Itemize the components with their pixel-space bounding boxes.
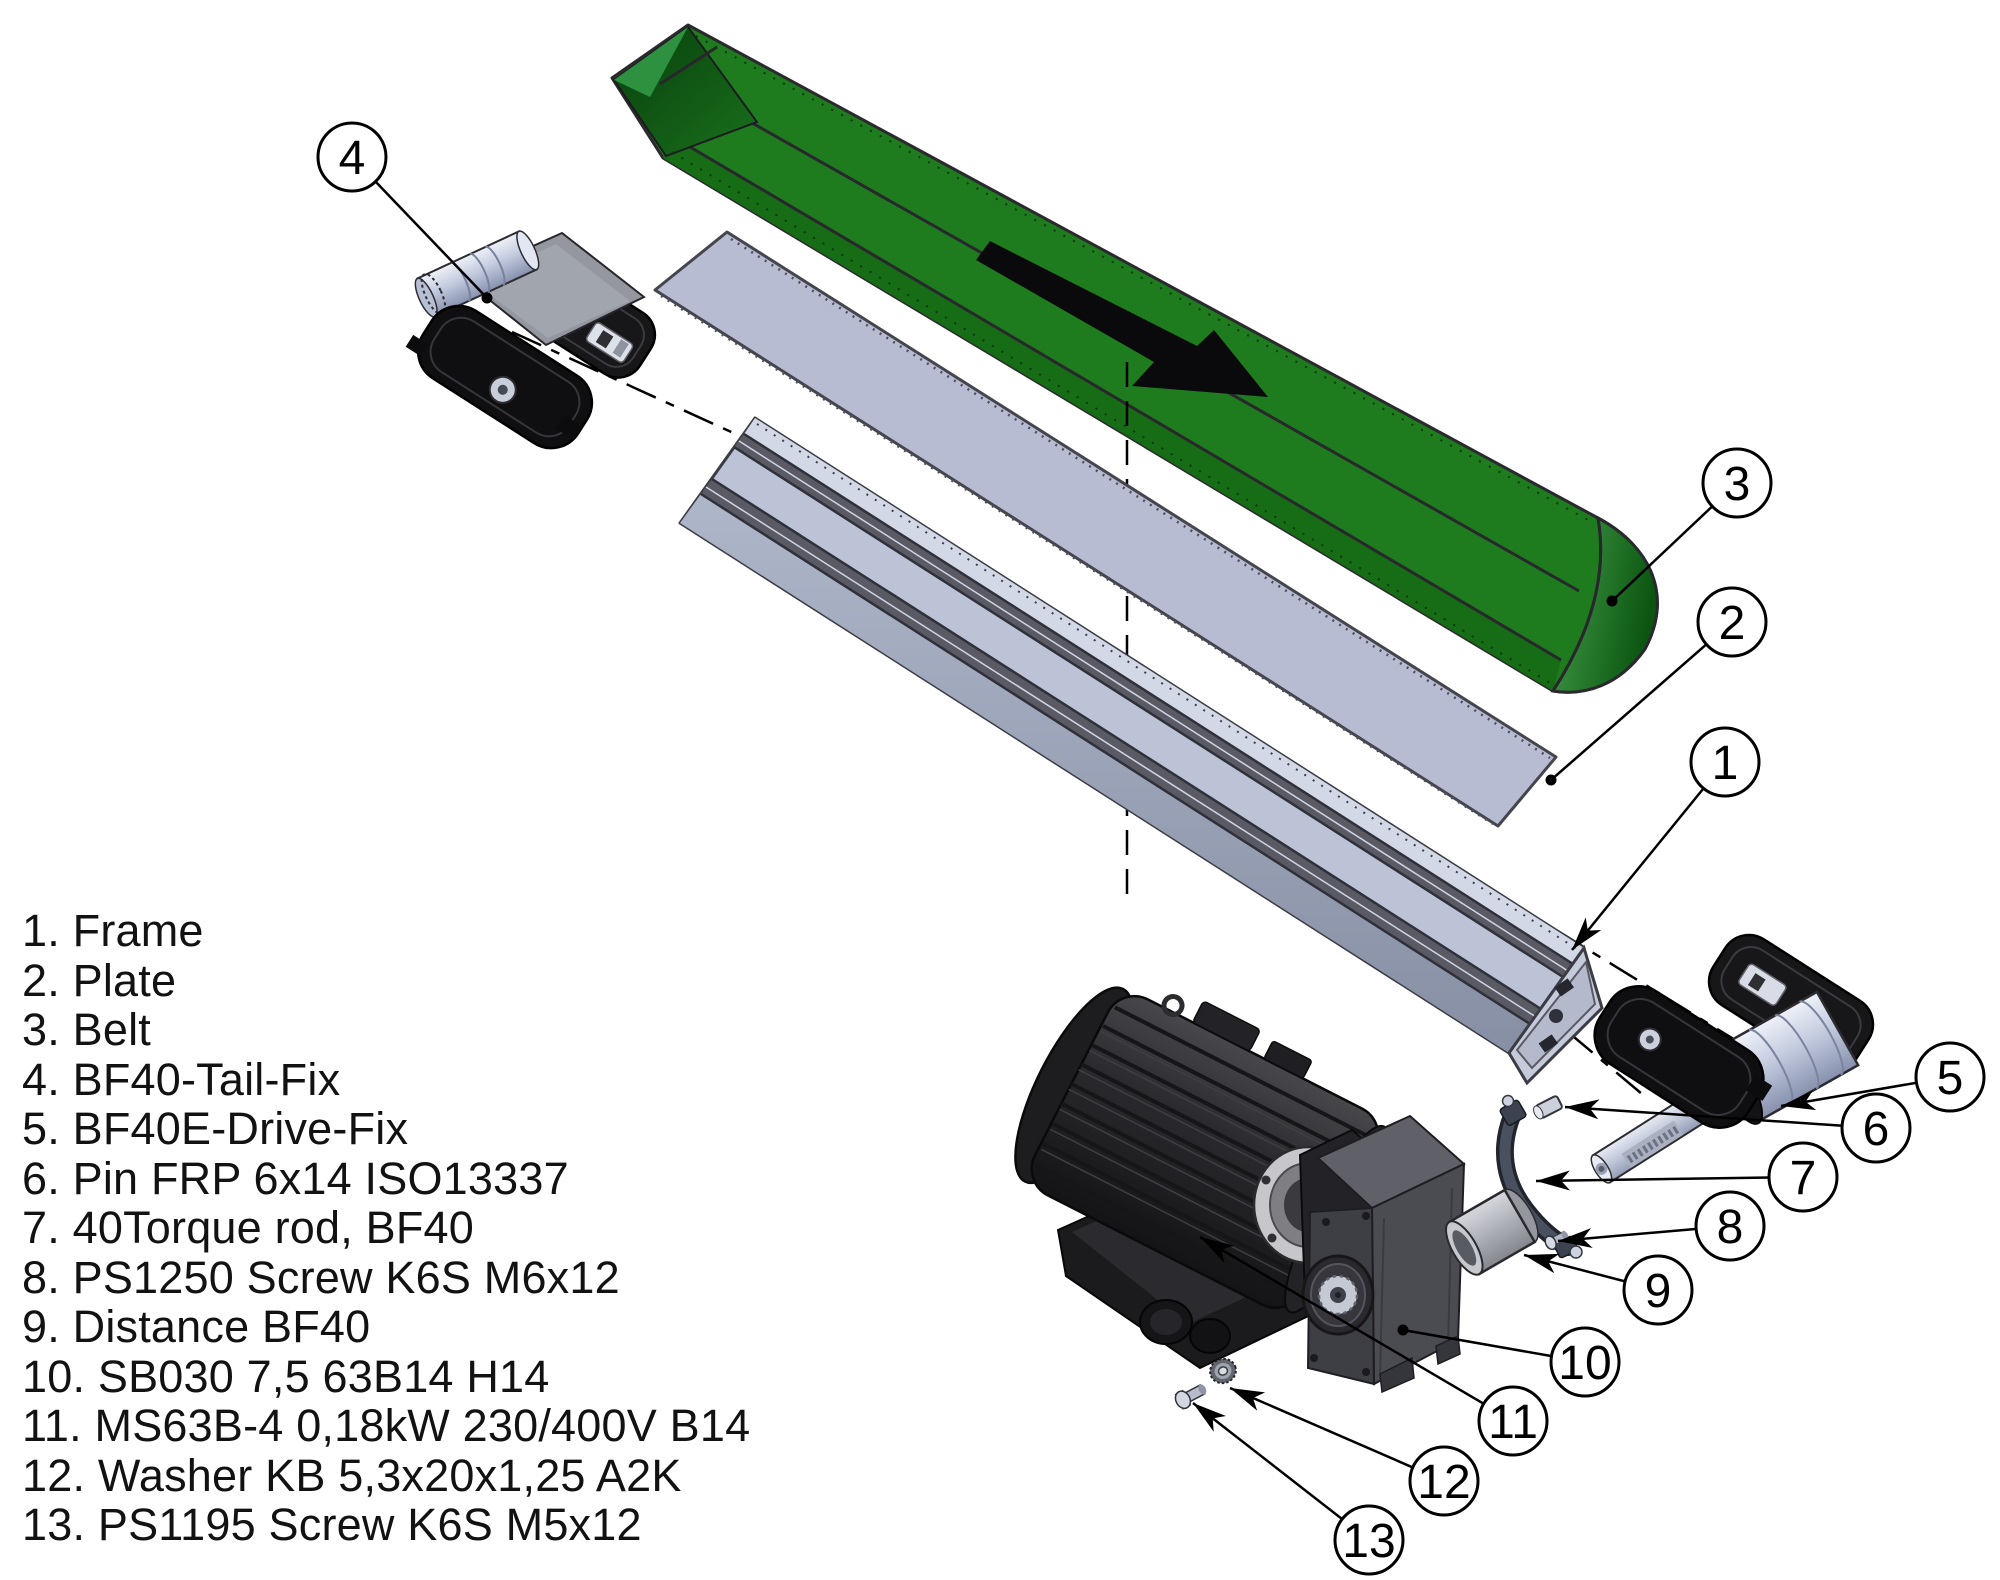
frame-groove-edge [733, 445, 1564, 979]
tail-fix-graphic [405, 230, 657, 450]
callout-2-label: 2 [1719, 597, 1746, 650]
callout-8: 8 [1694, 1190, 1766, 1262]
parts-list-item: 7. 40Torque rod, BF40 [22, 1202, 474, 1253]
parts-list-item: 1. Frame [22, 905, 204, 956]
parts-list-item: 5. BF40E-Drive-Fix [22, 1103, 409, 1154]
callout-1: 1 [1689, 726, 1761, 798]
tail-fix-front-plate [405, 304, 594, 450]
callout-6: 6 [1840, 1092, 1912, 1164]
callout-10-label: 10 [1558, 1337, 1611, 1390]
leader-lines [351, 156, 1951, 1541]
belt-splice-seam [659, 45, 718, 86]
belt-fold-tip [614, 27, 688, 97]
construction-line [1567, 1031, 1643, 1095]
frame-groove-edge [700, 492, 1531, 1026]
belt-stitch-line [695, 35, 1591, 522]
tail-fix-roller [414, 230, 540, 318]
plate-body [653, 230, 1558, 828]
gearbox-foot [1379, 1356, 1415, 1394]
callout-2: 2 [1696, 586, 1768, 658]
leader-line-6 [1564, 1099, 1877, 1130]
screw-13-graphic [1174, 1383, 1207, 1410]
drive-fix-graphic [1590, 933, 1875, 1184]
callout-12: 12 [1408, 1445, 1480, 1517]
parts-list-item: 2. Plate [22, 954, 177, 1006]
callout-4-label: 4 [339, 132, 366, 185]
frame-groove-edge [743, 432, 1574, 966]
motor-terminal-box [1193, 1001, 1260, 1051]
parts-list-item: 11. MS63B-4 0,18kW 230/400V B14 [22, 1400, 751, 1451]
belt-graphic [610, 23, 1659, 694]
frame-graphic [678, 416, 1604, 1086]
callout-13: 13 [1333, 1504, 1405, 1576]
frame-top-face [744, 418, 1584, 964]
callout-4: 4 [316, 121, 388, 193]
leader-line-13 [1192, 1402, 1370, 1541]
torque-rod-nub [1569, 1245, 1583, 1259]
pin-graphic [1533, 1095, 1563, 1120]
parts-list-item: 13. PS1195 Screw K6S M5x12 [22, 1499, 642, 1550]
callout-5: 5 [1914, 1041, 1986, 1113]
callout-5-label: 5 [1937, 1052, 1964, 1105]
frame-t-slot [1538, 1034, 1558, 1053]
callout-3-label: 3 [1724, 458, 1751, 511]
belt-direction-arrow-icon [976, 241, 1268, 397]
callout-9-label: 9 [1645, 1265, 1672, 1318]
distance-graphic [1445, 1188, 1539, 1276]
parts-list-item: 9. Distance BF40 [22, 1301, 371, 1352]
callout-balloons: 1 2 3 4 5 6 7 8 [316, 121, 1986, 1576]
leader-line-11 [1199, 1235, 1514, 1423]
plate-serration [730, 237, 1551, 760]
callout-3: 3 [1701, 447, 1773, 519]
construction-line [511, 330, 741, 438]
callout-11: 11 [1477, 1385, 1549, 1457]
callout-10: 10 [1549, 1326, 1621, 1398]
frame-groove-edge [711, 477, 1542, 1011]
callout-8-label: 8 [1717, 1201, 1744, 1254]
parts-list: 1. Frame 2. Plate 3. Belt 4. BF40-Tail-F… [22, 906, 750, 1550]
callout-7: 7 [1767, 1141, 1839, 1213]
callout-1-label: 1 [1712, 737, 1739, 790]
callout-11-label: 11 [1488, 1396, 1538, 1449]
parts-list-item: 8. PS1250 Screw K6S M6x12 [22, 1251, 620, 1303]
belt-cap-seam [1551, 517, 1603, 692]
leader-line-1 [1571, 761, 1726, 951]
motor-eyebolt [1161, 994, 1185, 1018]
frame-t-slot [1554, 978, 1574, 997]
leader-line-2 [1550, 621, 1733, 781]
washer-graphic [1209, 1357, 1237, 1385]
callout-9: 9 [1622, 1254, 1694, 1326]
belt-seam [667, 132, 1562, 662]
callout-7-label: 7 [1790, 1152, 1817, 1205]
parts-list-item: 10. SB030 7,5 63B14 H14 [22, 1350, 550, 1402]
leader-line-7 [1535, 1170, 1804, 1191]
parts-list-item: 12. Washer KB 5,3x20x1,25 A2K [22, 1449, 682, 1501]
motor-base-knob [1189, 1318, 1231, 1354]
parts-list-item: 4. BF40-Tail-Fix [22, 1053, 341, 1105]
callout-13-label: 13 [1342, 1515, 1395, 1568]
frame-groove-highlight [738, 440, 1569, 972]
drive-fix-front-plate [1593, 985, 1773, 1129]
plate-graphic [653, 230, 1558, 828]
callout-6-label: 6 [1863, 1103, 1890, 1156]
frame-bore [1549, 1009, 1563, 1023]
frame-groove-highlight [705, 486, 1537, 1018]
leader-line-12 [1229, 1386, 1445, 1483]
frame-lower-face [680, 494, 1530, 1053]
parts-list-item: 6. Pin FRP 6x14 ISO13337 [22, 1152, 569, 1204]
gearbox-graphic [1298, 1114, 1466, 1394]
leader-dots [481, 292, 1618, 1336]
torque-rod-pin [1501, 1094, 1515, 1108]
callout-12-label: 12 [1417, 1456, 1470, 1509]
belt-side-band [663, 134, 1561, 691]
parts-list-item: 3. Belt [22, 1004, 151, 1055]
